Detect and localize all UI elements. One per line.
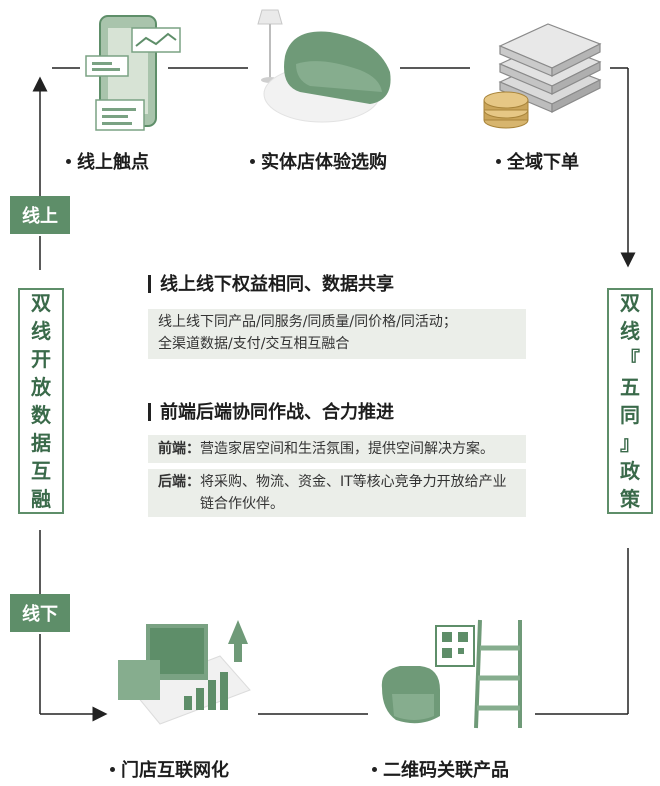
title-bar-icon (148, 275, 151, 293)
bullet-icon (110, 766, 115, 772)
qr-shelf-chair-illustration (381, 619, 522, 729)
bullet-icon (250, 158, 255, 164)
node-store-internet: 门店互联网化 (110, 756, 229, 782)
cash-coins-illustration (483, 23, 602, 129)
right-vertical-box: 双 线 『 五 同 』 政 策 (607, 288, 653, 514)
section-1-title: 线上线下权益相同、数据共享 (148, 270, 394, 296)
left-vertical-box: 双 线 开 放 数 据 互 融 (18, 288, 64, 514)
back-end-box: 后端：将采购、物流、资金、IT等核心竞争力开放给产业 链合作伙伴。 (148, 469, 526, 517)
node-online-touch: 线上触点 (66, 148, 149, 174)
monitor-chart-illustration (118, 620, 251, 725)
node-store-experience: 实体店体验选购 (250, 148, 387, 174)
tag-online: 线上 (10, 196, 70, 234)
bullet-icon (66, 158, 71, 164)
tag-offline: 线下 (10, 594, 70, 632)
node-global-order: 全域下单 (496, 148, 579, 174)
bullet-icon (372, 766, 377, 772)
sofa-lamp-illustration (257, 9, 391, 123)
node-qr-linked: 二维码关联产品 (372, 756, 509, 782)
section-2-title: 前端后端协同作战、合力推进 (148, 398, 394, 424)
section-1-box: 线上线下同产品/同服务/同质量/同价格/同活动； 全渠道数据/支付/交互相互融合 (148, 309, 526, 359)
front-end-box: 前端：营造家居空间和生活氛围，提供空间解决方案。 (148, 435, 526, 463)
bullet-icon (496, 158, 501, 164)
phone-illustration (85, 15, 181, 131)
title-bar-icon (148, 403, 151, 421)
